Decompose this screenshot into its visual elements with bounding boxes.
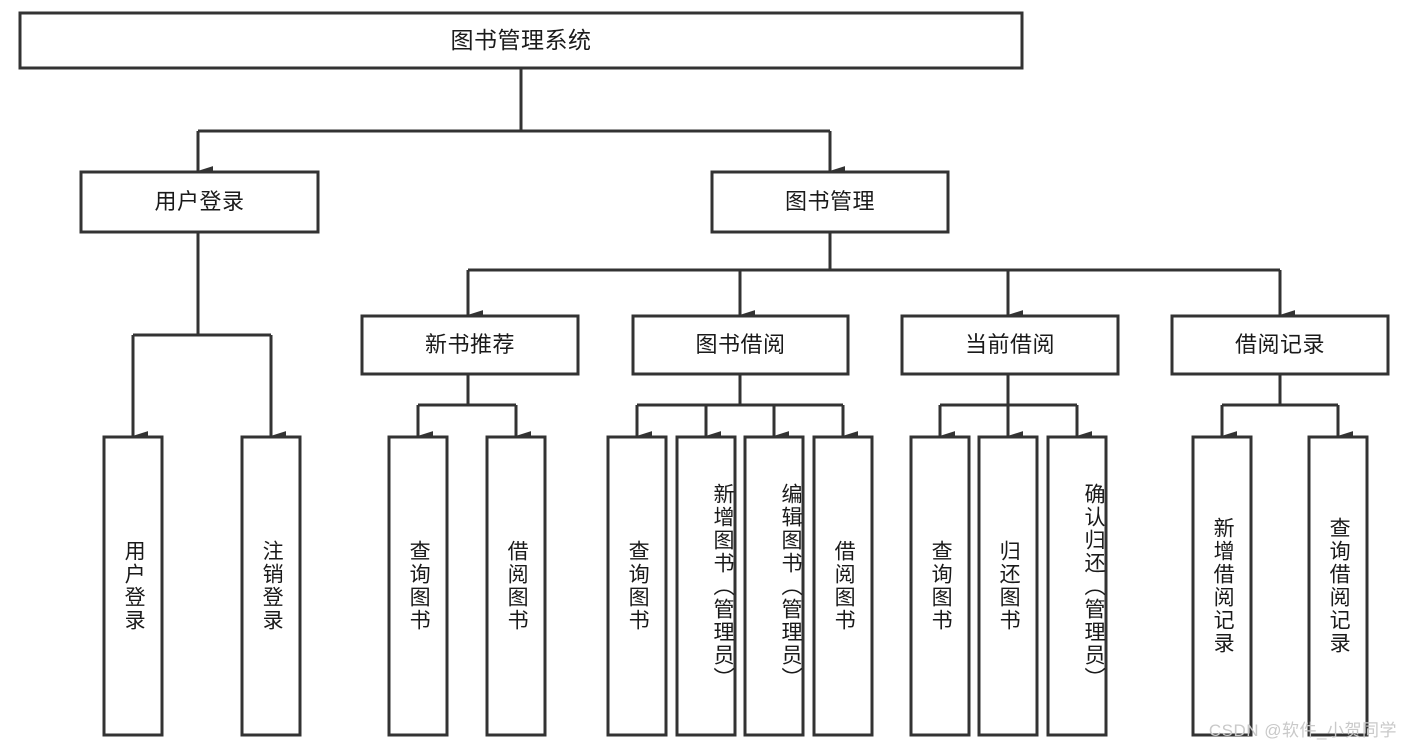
node-box-leaf-borrow-book-1 (485, 435, 547, 737)
node-box-new-book-recommend (360, 314, 580, 376)
node-box-current-borrow (900, 314, 1120, 376)
node-box-leaf-query-record (1307, 435, 1369, 737)
node-box-user-login (79, 170, 320, 234)
node-box-leaf-logout (240, 435, 302, 737)
node-box-leaf-query-book-2 (606, 435, 668, 737)
node-box-leaf-add-book (675, 435, 737, 737)
node-box-leaf-add-record (1191, 435, 1253, 737)
node-box-leaf-return-book (977, 435, 1039, 737)
node-box-leaf-user-login (102, 435, 164, 737)
node-box-book-borrow (631, 314, 850, 376)
node-box-leaf-edit-book (743, 435, 805, 737)
node-box-root (18, 11, 1024, 70)
node-box-book-management (710, 170, 950, 234)
node-box-leaf-query-book-1 (387, 435, 449, 737)
node-box-borrow-record (1170, 314, 1390, 376)
csdn-watermark: CSDN @软件_小贺同学 (1208, 721, 1397, 740)
node-box-leaf-borrow-book-2 (812, 435, 874, 737)
node-box-leaf-query-book-3 (909, 435, 971, 737)
node-box-leaf-confirm-return (1046, 435, 1108, 737)
